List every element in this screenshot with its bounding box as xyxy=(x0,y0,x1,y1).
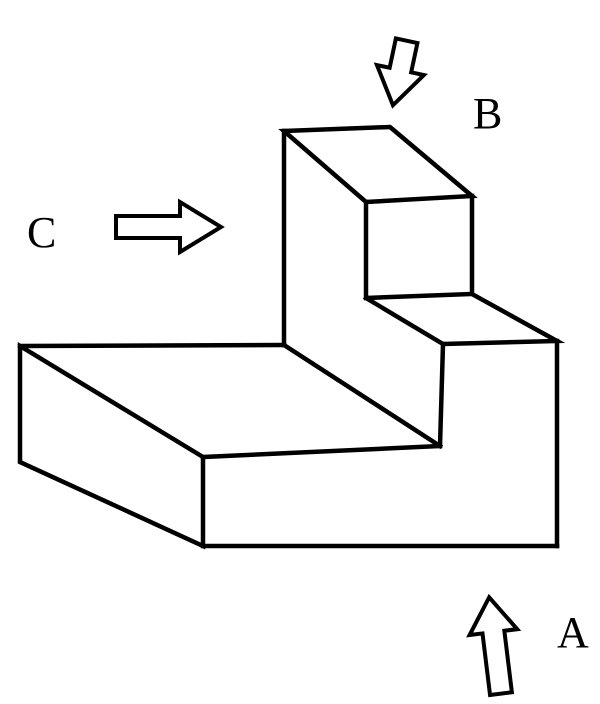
arrow-right-icon xyxy=(114,198,225,256)
arrow-up-icon xyxy=(466,593,522,698)
solid-outline xyxy=(17,124,566,550)
slab-front-top-edge xyxy=(200,443,443,460)
slab-left-face xyxy=(17,342,206,550)
view-label-b: B xyxy=(473,89,502,138)
column-top-face xyxy=(278,124,478,205)
step-top-face xyxy=(362,290,566,347)
view-label-a: A xyxy=(557,608,589,657)
column-front-face xyxy=(363,193,475,301)
view-labels: B C A xyxy=(27,89,589,657)
arrow-down-icon xyxy=(373,36,428,109)
wall-base-diagonal-edge xyxy=(280,341,444,450)
view-arrows xyxy=(114,36,522,698)
view-label-c: C xyxy=(27,208,56,257)
slab-back-top-edge xyxy=(17,342,287,349)
step-front-left-edge xyxy=(437,341,446,449)
